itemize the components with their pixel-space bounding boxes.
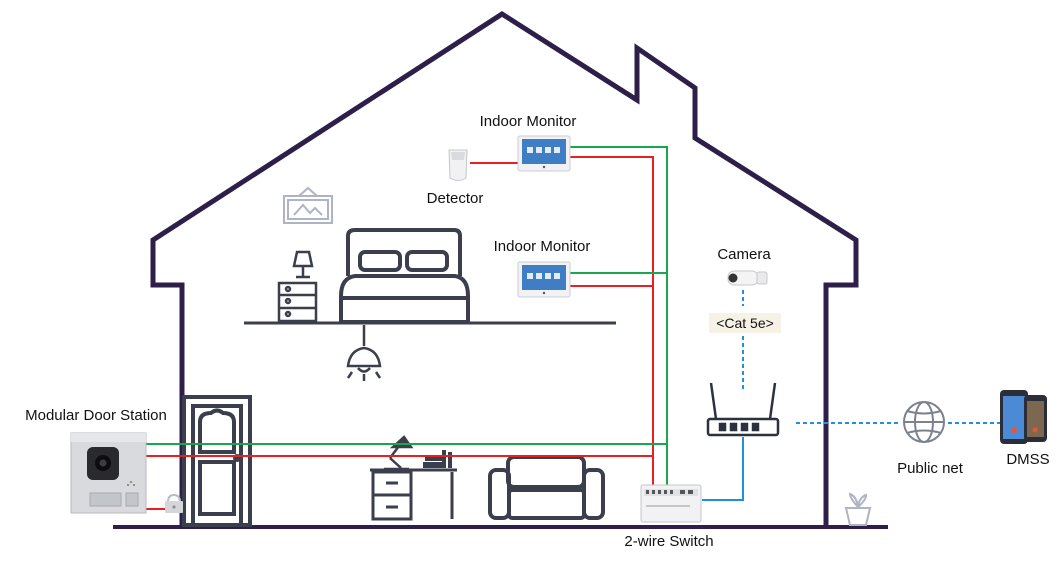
indoor-monitor-2 (517, 261, 571, 298)
house-outline (150, 11, 859, 527)
label-dmss: DMSS (1006, 451, 1049, 468)
picture-frame-icon (283, 186, 333, 224)
label-indoor-monitor-1: Indoor Monitor (480, 113, 577, 130)
door-icon (182, 395, 252, 527)
label-public-net: Public net (897, 460, 964, 477)
books-icon (423, 450, 452, 468)
green-wire-monitor-1 (570, 146, 668, 487)
cable-label-box (709, 313, 781, 333)
bed-icon (339, 228, 470, 324)
camera-icon (727, 270, 768, 286)
label-indoor-monitor-2: Indoor Monitor (494, 238, 591, 255)
desk-lamp-icon (384, 435, 414, 471)
door-station-icon (70, 432, 147, 514)
phone-icon (1000, 390, 1047, 444)
globe-icon (903, 401, 945, 443)
plant-icon (844, 492, 872, 526)
desk-icon (370, 468, 457, 521)
nightstand-icon (277, 281, 318, 323)
label-cable: <Cat 5e> (716, 315, 774, 331)
wires (146, 146, 1000, 510)
ceiling-light-icon (346, 325, 382, 381)
detector-icon (448, 149, 468, 181)
switch-icon (640, 484, 702, 523)
blue-wire-router-switch (702, 437, 744, 501)
sofa-icon (488, 455, 605, 520)
router-icon (706, 382, 780, 437)
label-camera: Camera (717, 246, 771, 263)
lamp-icon (292, 250, 314, 279)
lock-icon (165, 493, 183, 513)
label-detector: Detector (427, 190, 484, 207)
label-door-station: Modular Door Station (25, 407, 167, 424)
red-wire-monitor-1 (570, 156, 654, 487)
indoor-monitor-1 (517, 135, 571, 172)
label-switch: 2-wire Switch (624, 533, 713, 550)
